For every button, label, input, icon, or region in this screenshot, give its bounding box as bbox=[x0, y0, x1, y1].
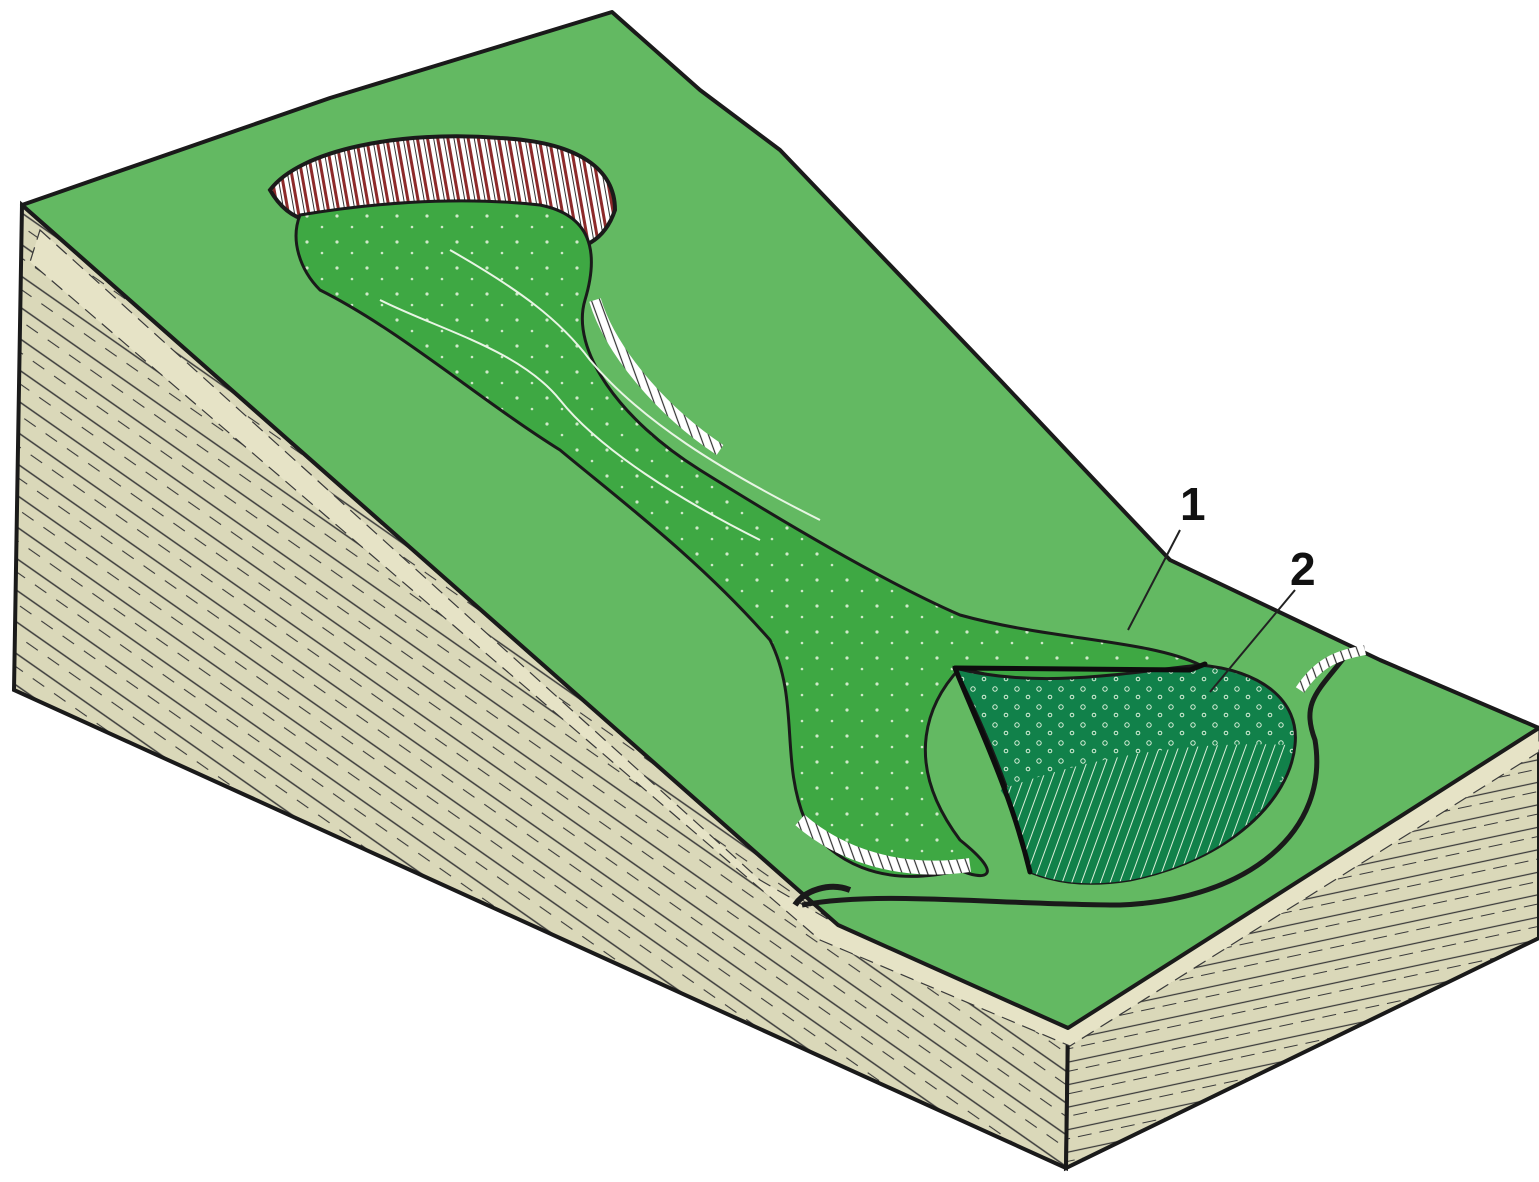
callout-2-label: 2 bbox=[1290, 543, 1316, 595]
callout-1-label: 1 bbox=[1180, 478, 1206, 530]
